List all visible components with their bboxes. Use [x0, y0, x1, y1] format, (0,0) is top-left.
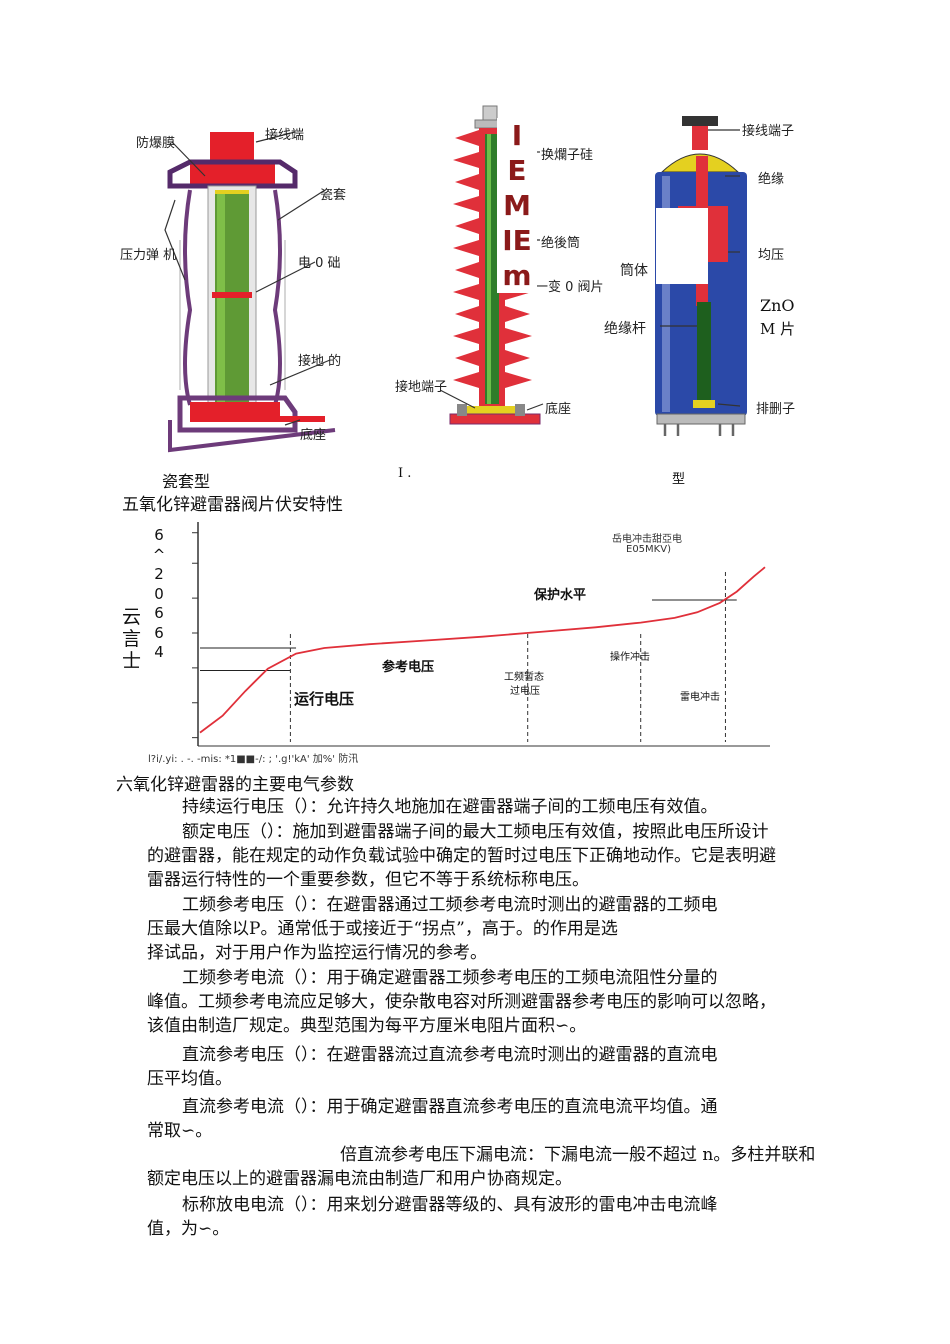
label-base: 底座	[300, 428, 327, 443]
body-line: 持续运行电压（）：允许持久地施加在避雷器端子间的工频电压有效值。	[182, 797, 718, 817]
section-title: 五氧化锌避雷器阀片伏安特性	[122, 495, 343, 515]
body-line: 直流参考电流（）：用于确定避雷器直流参考电压的直流电流平均值。通	[182, 1097, 718, 1117]
label-pressure: 均压	[758, 248, 785, 263]
tank-arrester-figure: 接线端子 绝缘 筒体 均压 ZnO M 片 绝缘杆 排删子	[600, 116, 810, 446]
y-tick-label: 0	[154, 584, 164, 603]
body-line: 倍直流参考电压下漏电流：下漏电流一般不超过 n。多柱并联和	[340, 1145, 816, 1165]
overlay-letter: IE	[502, 224, 532, 257]
label-insulating-tube: 绝後筒	[541, 236, 581, 251]
body-line: 工频参考电压（）：在避雷器通过工频参考电流时测出的避雷器的工频电	[182, 895, 718, 915]
va-characteristic-chart: 6 ^ 2 0 6 6 4 云 言 士 岳电冲击甜亞电 E05MKV) 保护水平…	[120, 514, 780, 765]
y-side-label: 云	[122, 606, 142, 628]
label-terminal-tank: 接线端子	[742, 124, 795, 139]
y-tick-label: 6	[154, 604, 164, 622]
label-zno-line2: M 片	[760, 320, 796, 338]
va-curve	[199, 566, 766, 734]
porcelain-arrester-drawing	[164, 131, 336, 453]
label-insulating-rod: 绝缘杆	[604, 321, 646, 337]
y-tick-label: 4	[154, 643, 164, 661]
va-chart-svg	[192, 522, 770, 747]
body-line: 的避雷器，能在规定的动作负载试验中确定的暂时过电压下正确地动作。它是表明避	[147, 846, 776, 866]
y-tick-label: 6	[154, 526, 164, 544]
body-line: 择试品，对于用户作为监控运行情况的参考。	[147, 943, 487, 963]
y-tick-labels: 6 ^ 2 0 6 6 4	[152, 526, 166, 663]
overlay-letters: I E M IE m	[497, 118, 537, 293]
body-line: 值，为∽。	[147, 1219, 230, 1239]
label-insulation: 绝缘	[758, 172, 785, 187]
composite-arrester-figure: 换爛子硅 绝後筒 一变 0 阀片 接地端子 底座	[395, 100, 605, 440]
body-line: 该值由制造厂规定。典型范围为每平方厘米电阻片面积∽。	[147, 1016, 587, 1036]
overlay-letter: M	[503, 189, 531, 222]
body-line: 额定电压（）：施加到避雷器端子间的最大工频电压有效值，按照此电压所设计	[182, 822, 769, 842]
annot-operating-voltage: 运行电压	[294, 690, 355, 708]
annot-protection-level: 保护水平	[534, 588, 587, 603]
label-terminal: 接线端	[265, 128, 305, 143]
label-exhaust: 排删子	[756, 402, 796, 417]
annot-reference-voltage: 参考电压	[382, 660, 435, 675]
composite-arrester-drawing	[439, 105, 544, 425]
porcelain-arrester-figure: 防爆膜 接线端 瓷套 压力弹 机 电 0 础 接地 的 底座	[120, 120, 380, 460]
annot-power-freq-1: 工频暂态	[504, 672, 544, 683]
overlay-letter: m	[502, 259, 532, 292]
body-line: 压最大值除以P。通常低于或接近于“拐点”，高于。的作用是选	[147, 919, 618, 939]
body-line: 工频参考电流（）：用于确定避雷器工频参考电压的工频电流阻性分量的	[182, 968, 718, 988]
label-base-composite: 底座	[545, 402, 572, 417]
y-side-labels: 云 言 士	[122, 606, 142, 672]
label-sleeve: 瓷套	[320, 188, 347, 203]
params-heading: 六氧化锌避雷器的主要电气参数	[116, 775, 354, 795]
annot-lightning-impulse: 雷电冲击	[680, 692, 720, 703]
x-axis-garbled-label: l?i/.yi: . -. -mis: *1■■-/: ; '.g!'kA' 加…	[148, 754, 359, 765]
y-side-label: 士	[122, 650, 142, 672]
label-cylinder: 筒体	[620, 263, 648, 279]
label-explosion-film: 防爆膜	[136, 136, 176, 151]
label-zno-chip: 电 0 础	[298, 256, 341, 271]
body-line: 直流参考电压（）：在避雷器流过直流参考电流时测出的避雷器的直流电	[182, 1045, 718, 1065]
tank-arrester-drawing	[655, 116, 747, 436]
y-side-label: 言	[122, 628, 142, 650]
label-pressure-spring: 压力弹 机	[120, 248, 177, 263]
body-line: 雷器运行特性的一个重要参数，但它不等于系统标称电压。	[147, 870, 589, 890]
y-tick-label: 2	[154, 565, 164, 583]
caption-tank: 型	[672, 472, 686, 487]
annot-lightning-top: 岳电冲击甜亞电	[612, 534, 682, 545]
label-umbrella-silicone: 换爛子硅	[541, 148, 594, 163]
body-line: 峰值。工频参考电流应足够大，使杂散电容对所测避雷器参考电压的影响可以忽略，	[147, 992, 776, 1012]
body-line: 标称放电电流（）：用来划分避雷器等级的、具有波形的雷电冲击电流峰	[182, 1195, 718, 1215]
annot-switching-impulse: 操作冲击	[610, 652, 650, 663]
body-line: 额定电压以上的避雷器漏电流由制造厂和用户协商规定。	[147, 1169, 572, 1189]
y-tick-label: 6	[154, 623, 164, 642]
annot-lightning-top-2: E05MKV)	[626, 544, 671, 555]
label-ground-terminal: 接地端子	[395, 380, 448, 395]
label-ground-end: 接地 的	[298, 354, 342, 369]
body-line: 压平均值。	[147, 1069, 232, 1089]
caption-composite: I .	[398, 466, 412, 481]
overlay-letter: I	[511, 119, 523, 152]
label-zno-chip-composite: 一变 0 阀片	[535, 280, 604, 295]
body-line: 常取∽。	[147, 1121, 213, 1141]
caption-porcelain: 瓷套型	[162, 472, 211, 491]
overlay-letter: E	[507, 154, 527, 187]
label-zno-line1: ZnO	[760, 296, 795, 315]
y-tick-label: ^	[152, 545, 166, 564]
annot-power-freq-2: 过电压	[510, 686, 540, 697]
